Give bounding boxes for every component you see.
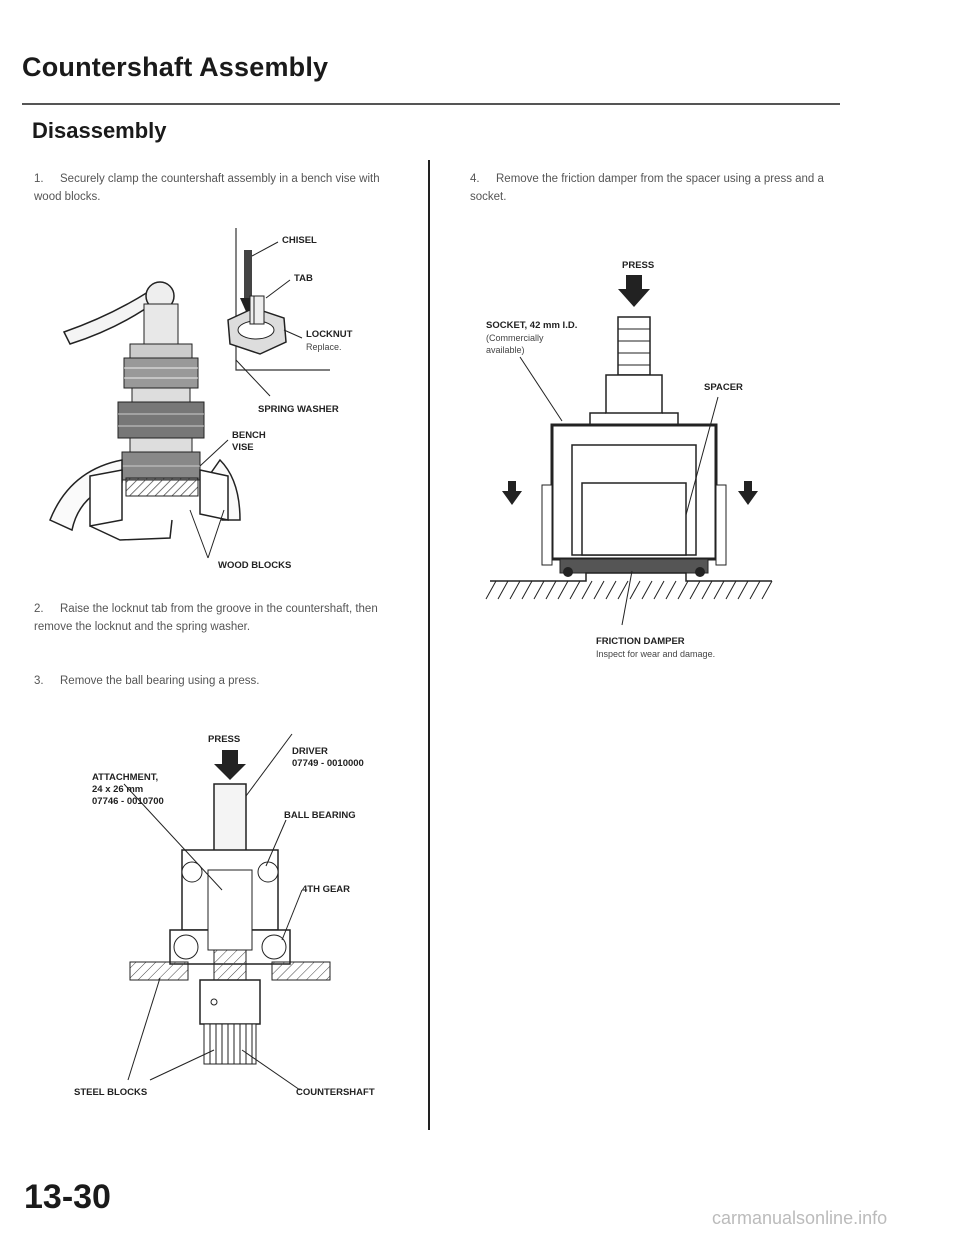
label-bench-vise-line1: BENCH — [232, 430, 266, 441]
title-rule — [22, 103, 840, 105]
label-socket-note-line2: available) — [486, 345, 525, 355]
label-spacer: SPACER — [704, 382, 743, 393]
page-number: 13-30 — [24, 1178, 111, 1216]
step-3: 3. Remove the ball bearing using a press. — [34, 672, 394, 690]
section-heading: Disassembly — [32, 118, 167, 143]
step-text: Raise the locknut tab from the groove in… — [34, 603, 378, 633]
label-press-right: PRESS — [622, 260, 655, 271]
step-number: 4. — [470, 173, 480, 185]
label-attachment: ATTACHMENT, — [92, 772, 159, 783]
watermark: carmanualsonline.info — [712, 1208, 888, 1228]
page-title: Countershaft Assembly — [22, 52, 329, 82]
label-ball-bearing: BALL BEARING — [284, 810, 356, 821]
step-number: 3. — [34, 675, 44, 687]
label-spring-washer: SPRING WASHER — [258, 404, 339, 415]
label-driver-part: 07749 - 0010000 — [292, 758, 364, 769]
label-socket: SOCKET, 42 mm I.D. — [486, 320, 578, 331]
step-2: 2.Raise the locknut tab from the groove … — [34, 600, 394, 636]
figure-press-bearing — [123, 733, 331, 1091]
label-socket-note-line1: (Commercially — [486, 333, 544, 343]
step-number: 1. — [34, 173, 44, 185]
label-4th-gear: 4TH GEAR — [302, 884, 351, 895]
label-tab: TAB — [294, 273, 313, 284]
label-steel-blocks: STEEL BLOCKS — [74, 1087, 148, 1098]
label-countershaft: COUNTERSHAFT — [296, 1087, 375, 1098]
figure-friction-damper — [485, 275, 773, 626]
step-4: 4.Remove the friction damper from the sp… — [470, 170, 830, 206]
step-text: Securely clamp the countershaft assembly… — [34, 173, 380, 203]
step-1: 1.Securely clamp the countershaft assemb… — [34, 170, 394, 206]
label-wood-blocks: WOOD BLOCKS — [218, 560, 292, 571]
label-locknut: LOCKNUT — [306, 329, 353, 340]
label-locknut-note: Replace. — [306, 342, 342, 352]
label-chisel: CHISEL — [282, 235, 317, 246]
label-attachment-size: 24 x 26 mm — [92, 784, 144, 795]
step-text: Remove the friction damper from the spac… — [470, 173, 824, 203]
label-bench-vise-line2: VISE — [232, 442, 254, 453]
label-driver: DRIVER — [292, 746, 328, 757]
label-press: PRESS — [208, 734, 241, 745]
label-damper-note: Inspect for wear and damage. — [596, 649, 716, 659]
step-text: Remove the ball bearing using a press. — [60, 675, 260, 687]
step-number: 2. — [34, 603, 44, 615]
label-friction-damper: FRICTION DAMPER — [596, 636, 685, 647]
label-attachment-part: 07746 - 0010700 — [92, 796, 164, 807]
figure-bench-vise — [49, 228, 330, 559]
column-divider — [428, 160, 430, 1130]
